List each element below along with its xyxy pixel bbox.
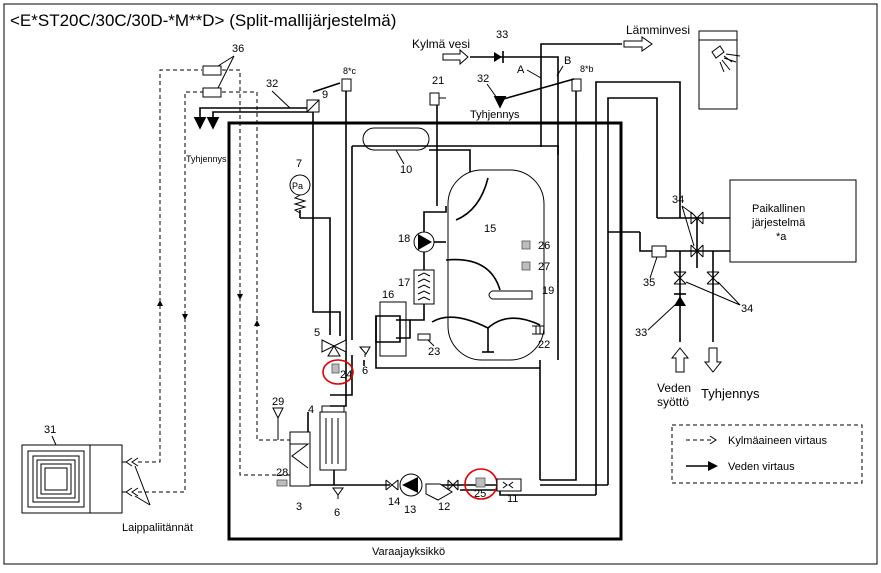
num-31: 31 [44,424,56,436]
num-8b: 8*b [580,64,594,74]
air-purge-29: 29 [272,396,284,440]
num-33a: 33 [496,29,508,41]
local-system: Paikallinen järjestelmä *a [729,179,857,263]
local-system-label-2: järjestelmä [751,217,806,229]
num-12: 12 [438,501,450,513]
drain-left: Tyhjennys 32 9 [186,78,328,164]
num-34a: 34 [672,194,684,206]
num-9: 9 [322,89,328,101]
storage-tank: 15 26 27 19 22 [431,169,554,361]
plate-exchanger-16: 16 23 [375,289,540,369]
drain-valve-6: 6 [332,487,344,519]
point-a: A [517,64,525,76]
backup-heater-4: 4 [308,404,347,471]
pressure-gauge: Pa 7 [289,158,311,218]
drain-top-label: Tyhjennys [470,109,520,121]
point-b: B [564,55,571,67]
pump-18: 18 [398,211,446,270]
num-7: 7 [296,158,302,170]
legend: Kylmäaineen virtaus Veden virtaus [671,424,863,484]
num-10: 10 [400,164,412,176]
legend-refrigerant: Kylmäaineen virtaus [728,435,828,447]
highlight-24 [322,359,354,385]
hot-water-label: Lämminvesi [626,23,690,37]
legend-water: Veden virtaus [728,461,795,473]
outer-border [3,3,878,565]
num-14: 14 [388,496,400,508]
pressure-gauge-label: Pa [292,181,303,191]
water-supply-label-2: syöttö [657,395,689,409]
tank-unit-frame [227,121,623,541]
num-18: 18 [398,233,410,245]
num-22: 22 [538,339,550,351]
num-25: 25 [474,488,486,500]
num-6a: 6 [362,365,368,377]
three-way-valve-5: 5 24 6 [314,327,371,385]
num-33b: 33 [635,327,647,339]
drain-left-label: Tyhjennys [186,154,227,164]
num-32a: 32 [266,78,278,90]
num-27: 27 [538,261,550,273]
heat-exchanger-3: 3 28 [276,431,311,513]
num-26: 26 [538,240,550,252]
drain-right-label: Tyhjennys [701,386,760,401]
pipe-connections-label: Laippaliitännät [122,522,193,534]
internal-pipes [300,120,608,496]
num-6b: 6 [334,507,340,519]
valve-21: 21 [429,75,446,206]
num-4: 4 [308,404,314,416]
num-3: 3 [296,501,302,513]
num-17: 17 [398,277,410,289]
hot-water-outlet: Lämminvesi [540,23,741,147]
num-35: 35 [643,277,655,289]
num-13: 13 [404,504,416,516]
num-5: 5 [314,327,320,339]
bottom-components: 14 13 12 25 11 [385,468,522,516]
num-29: 29 [272,396,284,408]
outdoor-unit: 31 [21,424,123,514]
num-23: 23 [428,346,440,358]
num-19: 19 [542,285,554,297]
num-16: 16 [382,289,394,301]
flare-connections: Laippaliitännät [122,457,193,534]
cold-water-inlet: Kylmä vesi 33 A B [412,29,571,155]
tank-unit-label: Varaajayksikkö [372,546,445,558]
num-28: 28 [276,467,288,479]
valve-8c: 8*c [312,66,357,340]
num-8c: 8*c [343,66,357,76]
num-34b: 34 [741,303,753,315]
cold-water-label: Kylmä vesi [412,37,470,51]
local-system-label-3: *a [776,231,787,243]
refrigerant-lines [138,69,290,493]
num-24: 24 [340,369,352,381]
valve-8b: 8*b 32 Tyhjennys [470,64,594,155]
num-15: 15 [484,223,496,235]
num-11: 11 [507,493,518,505]
water-heater-appliance [698,30,738,110]
num-36: 36 [232,43,244,55]
local-system-label-1: Paikallinen [752,203,805,215]
water-supply-label-1: Veden [657,381,691,395]
right-pipes: 34 34 35 33 Veden syöttö Tyhjennys [595,81,760,495]
filter-17: 17 [398,269,435,305]
num-32b: 32 [477,73,489,85]
diagram-title: <E*ST20C/30C/30D-*M**D> (Split-mallijärj… [10,11,396,30]
num-21: 21 [432,75,444,87]
stop-valves-36: 36 [202,43,244,98]
